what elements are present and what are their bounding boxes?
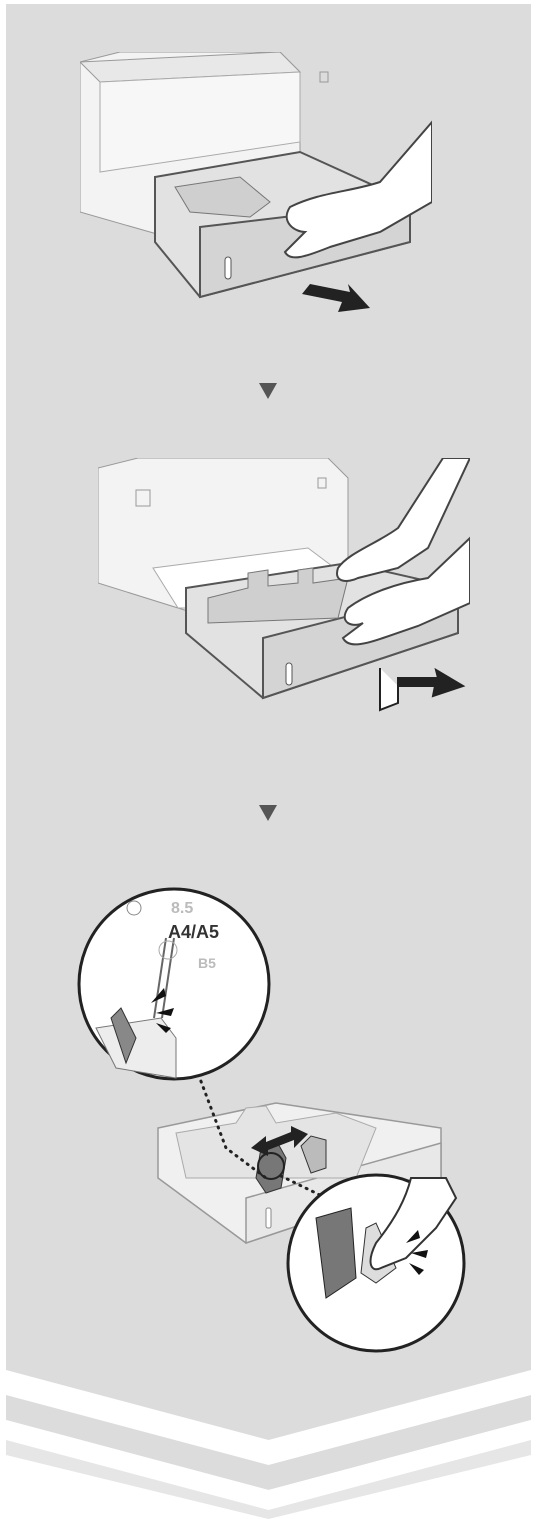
hands [336, 458, 470, 646]
focus-circle [257, 1152, 285, 1180]
size-label-b5: B5 [198, 955, 216, 971]
down-arrow-icon [259, 805, 277, 821]
slide-direction-arrow-icon [251, 1126, 308, 1156]
down-arrow-icon [259, 383, 277, 399]
click-marks-icon [406, 1230, 428, 1275]
pull-direction-arrow-icon [302, 284, 370, 312]
hand [283, 120, 432, 259]
size-label-8-5: 8.5 [171, 900, 193, 917]
size-label-a4-a5: A4/A5 [168, 922, 219, 942]
remove-direction-arrow-icon [379, 667, 466, 712]
zoom-callout-size-labels: 8.5 A4/A5 B5 [77, 887, 271, 1081]
step-3-illustration: 8.5 A4/A5 B5 [77, 887, 466, 1353]
click-marks-icon [151, 988, 174, 1033]
step-2-illustration [98, 458, 470, 712]
callout-leader-lines [194, 1066, 328, 1200]
step-1-illustration [80, 52, 432, 312]
zoom-callout-guide-squeeze [286, 1173, 466, 1353]
